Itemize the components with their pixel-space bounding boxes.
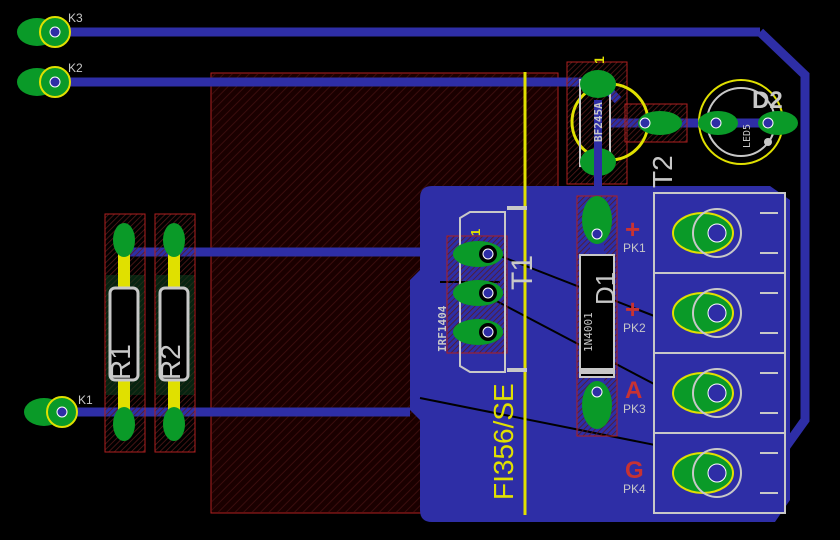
transistor-t1 <box>446 72 527 515</box>
pad-k3 <box>17 16 71 48</box>
label-t2: T2 <box>647 155 678 188</box>
marker-pk1: + <box>625 214 640 244</box>
label-k2: K2 <box>68 61 83 75</box>
resistor-r1 <box>104 213 146 453</box>
led-d2 <box>698 79 798 165</box>
label-d2: D2 <box>752 87 783 114</box>
marker-pk3: A <box>625 377 642 404</box>
label-pk3: PK3 <box>623 402 646 416</box>
label-k3: K3 <box>68 11 83 25</box>
label-heatsink: FI356/SE <box>488 383 519 500</box>
diode-d1 <box>576 195 618 437</box>
terminal-pad-pk3 <box>672 368 742 418</box>
label-r2: R2 <box>155 344 186 380</box>
label-r1: R1 <box>105 344 136 380</box>
label-d1: D1 <box>590 272 620 305</box>
terminal-pad-pk2 <box>672 288 742 338</box>
label-t1: T1 <box>506 255 539 290</box>
transistor-t2 <box>566 61 688 190</box>
label-d2-part: LED5 <box>742 124 753 148</box>
label-t2-part: BF245A <box>592 102 605 142</box>
terminal-pad-pk1 <box>672 208 742 258</box>
label-t1-part: IRF1404 <box>436 305 449 352</box>
label-t2-pin: 1 <box>591 56 607 64</box>
label-pk1: PK1 <box>623 241 646 255</box>
pad-k1 <box>24 396 78 428</box>
label-d1-part: 1N4001 <box>582 312 595 352</box>
marker-pk4: G <box>625 457 644 484</box>
label-pk2: PK2 <box>623 321 646 335</box>
label-pk4: PK4 <box>623 482 646 496</box>
resistor-r2 <box>154 213 196 453</box>
marker-pk2: + <box>625 294 640 324</box>
label-k1: K1 <box>78 393 93 407</box>
terminal-pad-pk4 <box>672 448 742 498</box>
pad-k2 <box>17 66 71 98</box>
label-t1-pin: 1 <box>468 229 483 236</box>
